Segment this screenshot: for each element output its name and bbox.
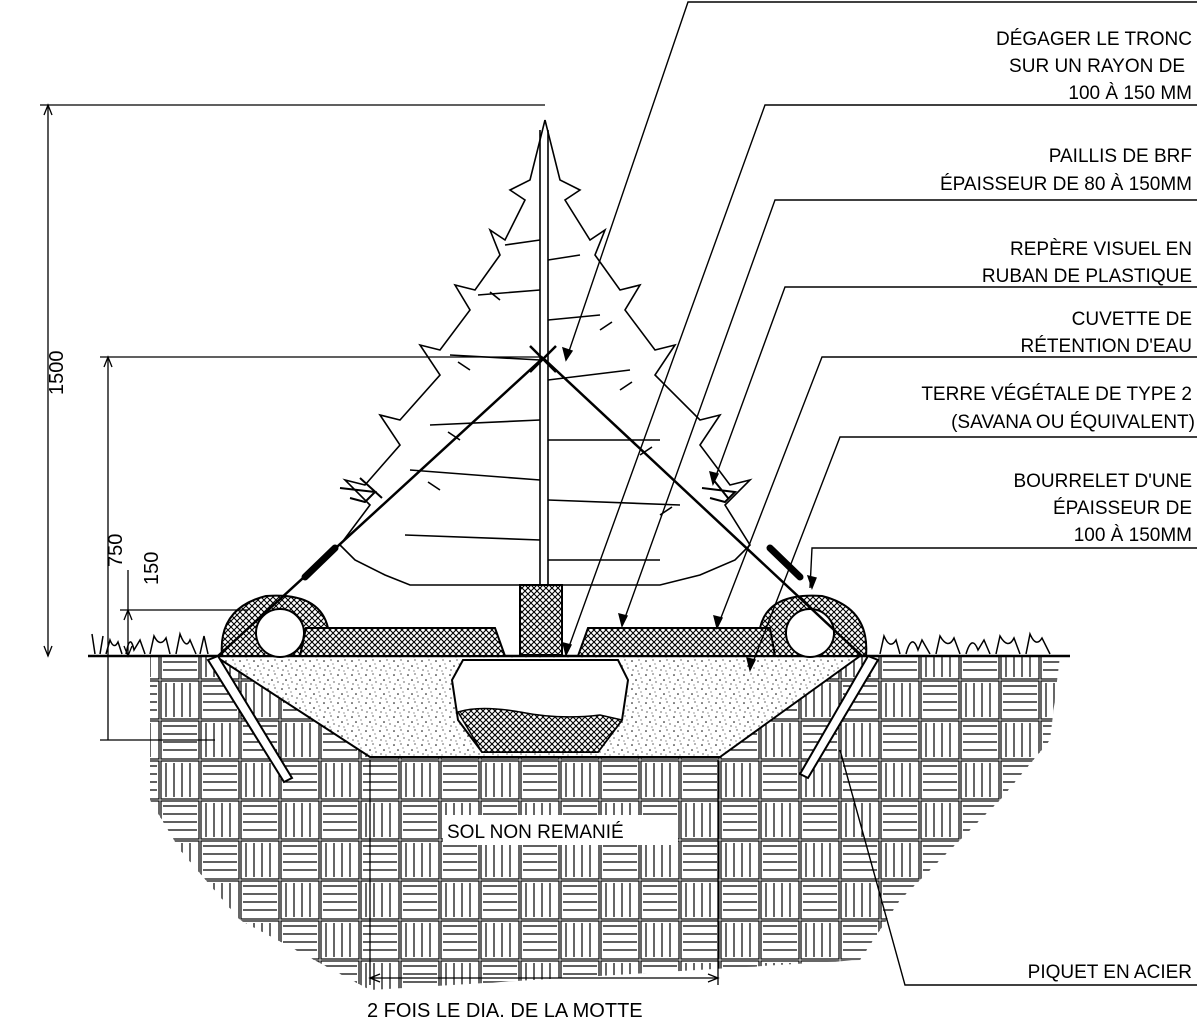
callout-ribbon-line-2: RUBAN DE PLASTIQUE — [982, 266, 1192, 287]
callout-berm-line-1: BOURRELET D'UNE — [1013, 471, 1192, 492]
dim-mound-height: 150 — [141, 552, 163, 585]
mulch-layer — [298, 627, 777, 657]
steel-stakes — [206, 654, 880, 784]
right-berm — [756, 594, 868, 658]
callout-trunk-line-3: 100 À 150 MM — [1068, 83, 1192, 104]
soil-label: SOL NON REMANIÉ — [447, 822, 624, 843]
callout-stake-line-1: PIQUET EN ACIER — [1028, 962, 1192, 983]
callout-berm-line-2: ÉPAISSEUR DE — [1053, 498, 1192, 519]
guy-wires — [217, 345, 863, 657]
dim-mid-height: 750 — [105, 534, 127, 567]
callout-leaders — [562, 1, 1197, 986]
root-ball — [450, 659, 630, 753]
callout-basin-line-2: RÉTENTION D'EAU — [1021, 336, 1192, 357]
callout-mulch-line-2: ÉPAISSEUR DE 80 À 150MM — [940, 174, 1192, 195]
dim-pit-width: 2 FOIS LE DIA. DE LA MOTTE — [367, 1000, 643, 1022]
callout-topsoil-line-2: (SAVANA OU ÉQUIVALENT) — [951, 412, 1195, 433]
dim-total-height: 1500 — [46, 351, 68, 396]
grass-tufts — [91, 631, 1051, 655]
callout-mulch-line-1: PAILLIS DE BRF — [1049, 146, 1192, 167]
callout-ribbon-line-1: REPÈRE VISUEL EN — [1010, 239, 1192, 260]
callout-basin-line-1: CUVETTE DE — [1072, 309, 1192, 330]
callout-trunk-line-2: SUR UN RAYON DE — [1009, 56, 1185, 77]
callout-trunk-line-1: DÉGAGER LE TRONC — [996, 29, 1192, 50]
callout-berm-line-3: 100 À 150MM — [1074, 525, 1192, 546]
conifer-tree — [338, 119, 753, 586]
dimension-lines — [40, 103, 720, 985]
soil-label-bg — [443, 815, 678, 845]
callout-texts: DÉGAGER LE TRONC SUR UN RAYON DE 100 À 1… — [921, 29, 1195, 983]
callout-topsoil-line-1: TERRE VÉGÉTALE DE TYPE 2 — [921, 384, 1192, 405]
trunk-base — [519, 584, 563, 656]
wire-sleeves — [301, 544, 804, 581]
